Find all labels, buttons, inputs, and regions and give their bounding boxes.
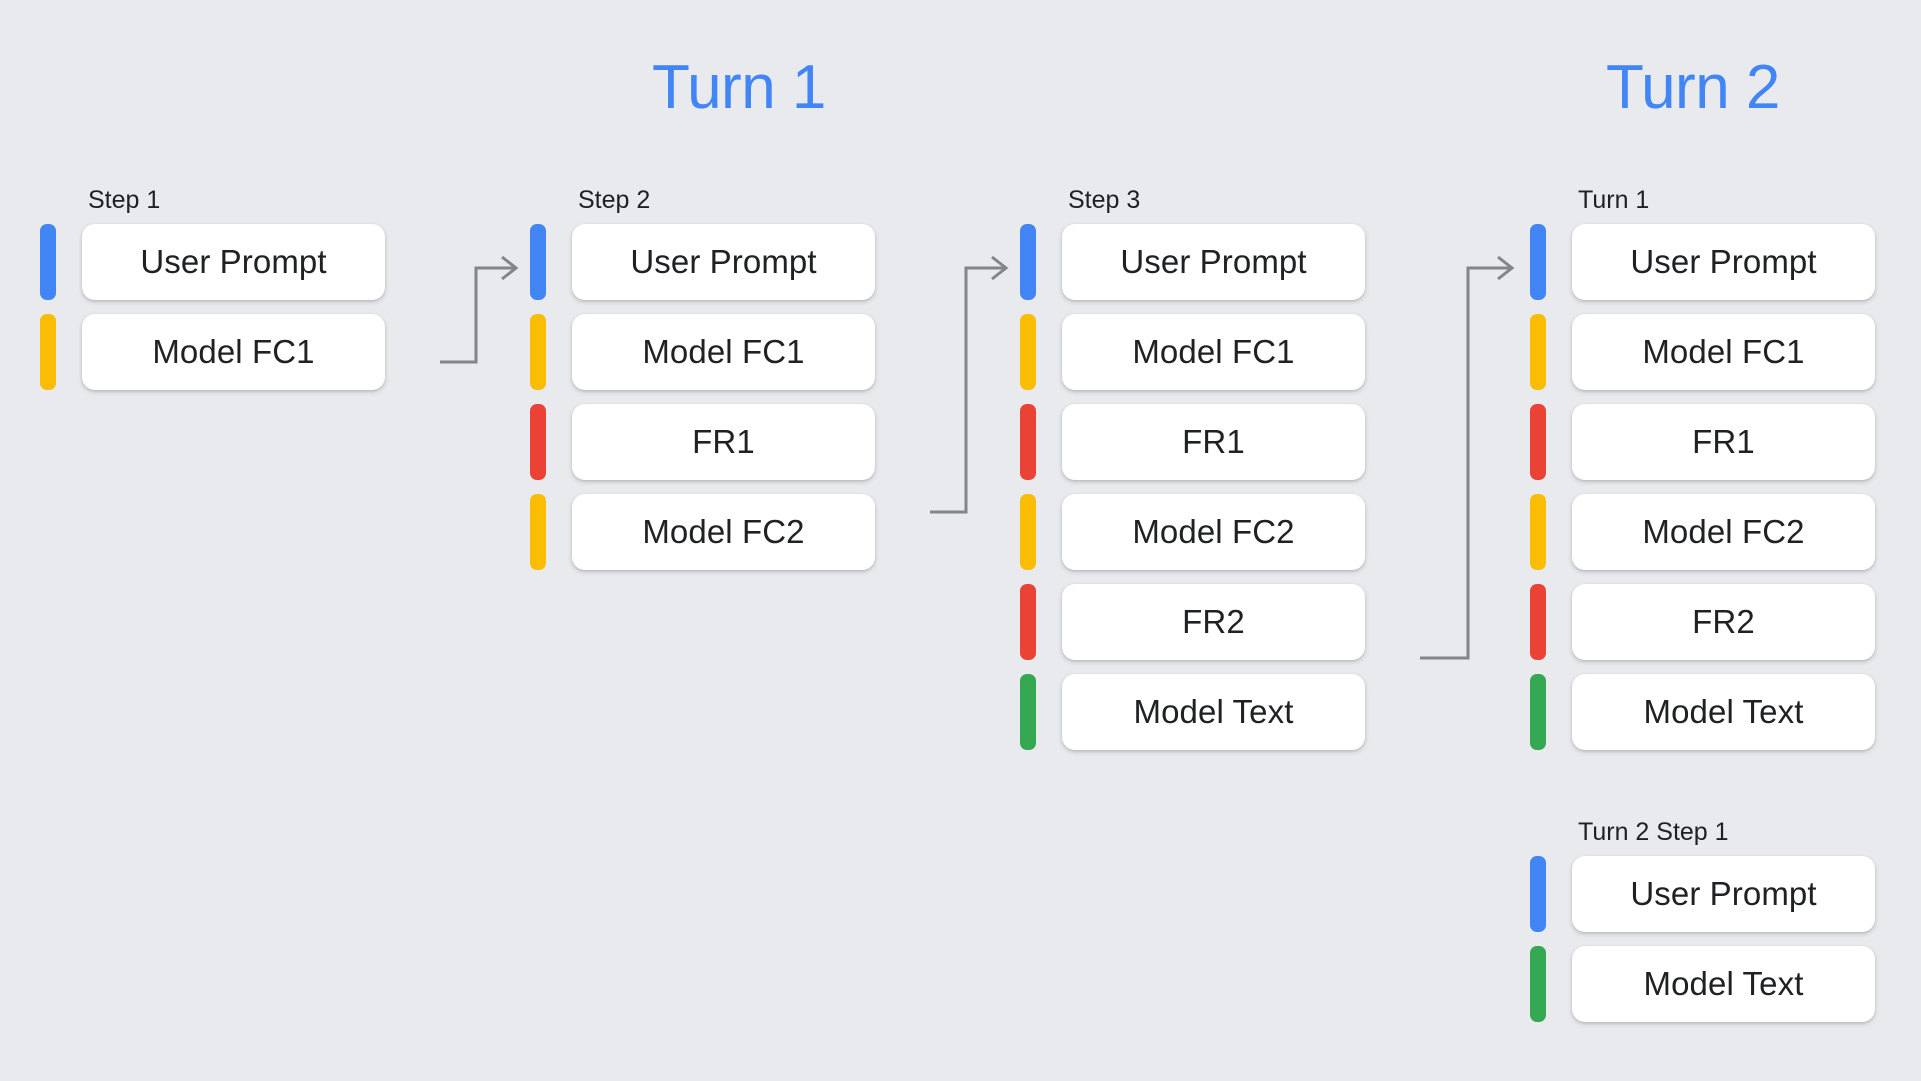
connector-step-2-to-step-3: [930, 255, 1009, 514]
color-bar-blue: [530, 224, 546, 300]
color-bar-red: [530, 404, 546, 480]
turn-1-title: Turn 1: [652, 53, 826, 122]
color-bar-blue: [1530, 224, 1546, 300]
card-label[interactable]: Model FC2: [572, 494, 875, 570]
rows-step-1: User Prompt Model FC1: [40, 224, 385, 390]
color-bar-yellow: [1530, 314, 1546, 390]
row-item[interactable]: Model Text: [1020, 674, 1365, 750]
connector-step-3-to-turn-1: [1420, 255, 1515, 660]
row-item[interactable]: Model FC1: [40, 314, 385, 390]
card-label[interactable]: User Prompt: [1062, 224, 1365, 300]
color-bar-yellow: [530, 314, 546, 390]
card-label[interactable]: Model FC2: [1572, 494, 1875, 570]
row-item[interactable]: User Prompt: [1530, 856, 1875, 932]
row-item[interactable]: Model FC1: [530, 314, 875, 390]
row-item[interactable]: User Prompt: [1530, 224, 1875, 300]
row-item[interactable]: Model FC2: [1530, 494, 1875, 570]
row-item[interactable]: Model FC2: [530, 494, 875, 570]
row-item[interactable]: FR2: [1530, 584, 1875, 660]
color-bar-red: [1020, 584, 1036, 660]
color-bar-yellow: [40, 314, 56, 390]
card-label[interactable]: Model FC1: [1062, 314, 1365, 390]
color-bar-blue: [1020, 224, 1036, 300]
rows-step-3: User Prompt Model FC1 FR1 Model FC2 FR2 …: [1020, 224, 1365, 750]
row-item[interactable]: User Prompt: [40, 224, 385, 300]
column-label-step-1: Step 1: [88, 186, 161, 214]
color-bar-blue: [40, 224, 56, 300]
row-item[interactable]: Model FC2: [1020, 494, 1365, 570]
row-item[interactable]: FR2: [1020, 584, 1365, 660]
color-bar-green: [1020, 674, 1036, 750]
color-bar-yellow: [1530, 494, 1546, 570]
column-step-2: Step 2 User Prompt Model FC1 FR1 Model F…: [530, 186, 875, 570]
column-turn-2-step-1: Turn 2 Step 1 User Prompt Model Text: [1530, 818, 1875, 1022]
column-label-step-3: Step 3: [1068, 186, 1141, 214]
row-item[interactable]: Model Text: [1530, 674, 1875, 750]
card-label[interactable]: User Prompt: [1572, 224, 1875, 300]
rows-turn-2-step-1: User Prompt Model Text: [1530, 856, 1875, 1022]
card-label[interactable]: FR2: [1062, 584, 1365, 660]
column-step-1: Step 1 User Prompt Model FC1: [40, 186, 385, 390]
color-bar-green: [1530, 946, 1546, 1022]
row-item[interactable]: User Prompt: [530, 224, 875, 300]
color-bar-green: [1530, 674, 1546, 750]
card-label[interactable]: Model Text: [1062, 674, 1365, 750]
connector-step-1-to-step-2: [440, 255, 519, 364]
row-item[interactable]: User Prompt: [1020, 224, 1365, 300]
row-item[interactable]: FR1: [530, 404, 875, 480]
column-label-turn-2-step-1: Turn 2 Step 1: [1578, 818, 1729, 846]
card-label[interactable]: User Prompt: [1572, 856, 1875, 932]
rows-step-2: User Prompt Model FC1 FR1 Model FC2: [530, 224, 875, 570]
card-label[interactable]: Model FC1: [82, 314, 385, 390]
column-step-3: Step 3 User Prompt Model FC1 FR1 Model F…: [1020, 186, 1365, 750]
card-label[interactable]: Model FC1: [1572, 314, 1875, 390]
turn-2-title: Turn 2: [1606, 53, 1780, 122]
column-label-turn-1: Turn 1: [1578, 186, 1650, 214]
card-label[interactable]: Model Text: [1572, 946, 1875, 1022]
color-bar-blue: [1530, 856, 1546, 932]
color-bar-yellow: [530, 494, 546, 570]
row-item[interactable]: Model FC1: [1530, 314, 1875, 390]
row-item[interactable]: FR1: [1020, 404, 1365, 480]
card-label[interactable]: FR1: [572, 404, 875, 480]
column-label-step-2: Step 2: [578, 186, 651, 214]
row-item[interactable]: FR1: [1530, 404, 1875, 480]
card-label[interactable]: FR1: [1572, 404, 1875, 480]
column-turn-1: Turn 1 User Prompt Model FC1 FR1 Model F…: [1530, 186, 1875, 750]
color-bar-red: [1530, 584, 1546, 660]
card-label[interactable]: User Prompt: [82, 224, 385, 300]
card-label[interactable]: Model Text: [1572, 674, 1875, 750]
card-label[interactable]: Model FC2: [1062, 494, 1365, 570]
color-bar-yellow: [1020, 494, 1036, 570]
card-label[interactable]: User Prompt: [572, 224, 875, 300]
color-bar-red: [1020, 404, 1036, 480]
card-label[interactable]: Model FC1: [572, 314, 875, 390]
card-label[interactable]: FR1: [1062, 404, 1365, 480]
rows-turn-1: User Prompt Model FC1 FR1 Model FC2 FR2 …: [1530, 224, 1875, 750]
color-bar-yellow: [1020, 314, 1036, 390]
row-item[interactable]: Model Text: [1530, 946, 1875, 1022]
row-item[interactable]: Model FC1: [1020, 314, 1365, 390]
color-bar-red: [1530, 404, 1546, 480]
card-label[interactable]: FR2: [1572, 584, 1875, 660]
